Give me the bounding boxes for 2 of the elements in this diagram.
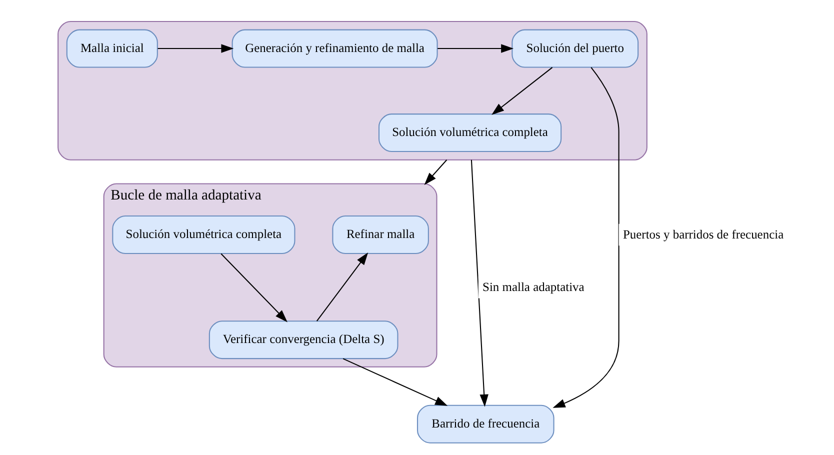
edge-label: Sin malla adaptativa	[482, 280, 584, 294]
edge-label: Puertos y barridos de frecuencia	[622, 227, 784, 242]
